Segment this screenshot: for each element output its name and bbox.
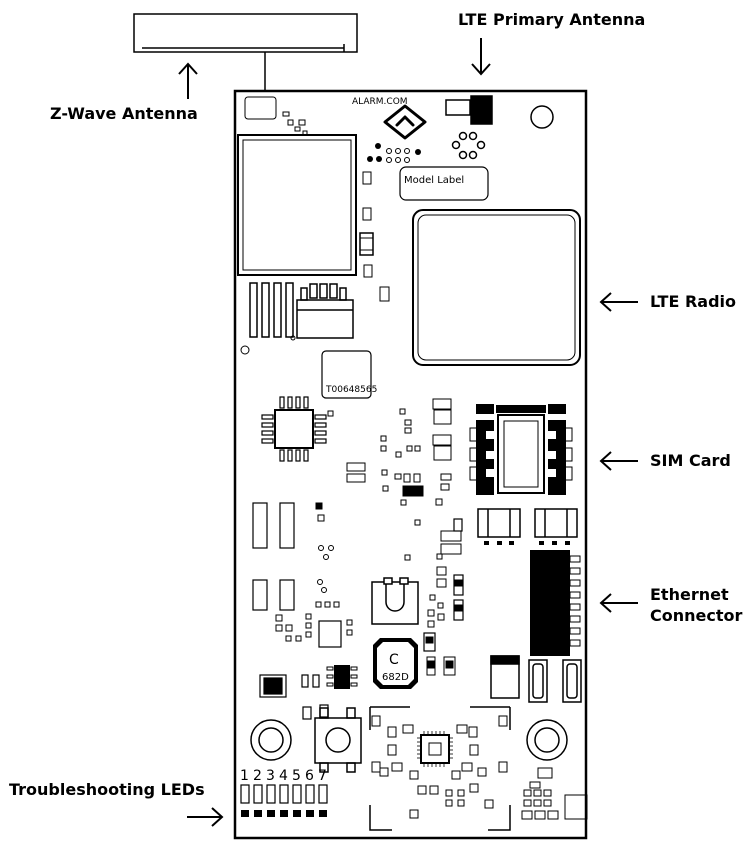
arrow-left-icon: [599, 451, 638, 471]
qfn-chip: [261, 396, 327, 462]
led-number: 4: [279, 768, 288, 784]
lte-antenna-label: LTE Primary Antenna: [458, 10, 646, 29]
lte-radio-module: [412, 209, 581, 366]
led-number: 6: [305, 768, 314, 784]
alarm-com-logo-icon: [383, 104, 427, 140]
lte-radio-label: LTE Radio: [650, 292, 737, 311]
led-number: 3: [266, 768, 275, 784]
inductor-code: 682D: [382, 672, 409, 683]
led-number: 1: [240, 768, 249, 784]
module-left: [237, 134, 357, 276]
lte-antenna-connector: [445, 95, 554, 160]
part-number: T00648565: [325, 385, 377, 395]
soic-chip: [326, 665, 358, 689]
arrow-up-icon: [178, 62, 198, 99]
ethernet-label-line1: Ethernet: [650, 585, 729, 604]
troubleshooting-leds-label: Troubleshooting LEDs: [9, 780, 205, 799]
ethernet-connector: [530, 550, 581, 656]
brand-text: ALARM.COM: [352, 97, 408, 107]
zwave-antenna-label: Z-Wave Antenna: [50, 104, 198, 123]
ethernet-connector-label: Ethernet Connector: [650, 584, 742, 626]
troubleshooting-leds: 1 2 3 4 5 6 7: [240, 768, 328, 817]
sim-card-holder: [469, 404, 573, 495]
arrow-right-icon: [187, 807, 224, 827]
led-number: 7: [318, 768, 327, 784]
button-component: [314, 707, 362, 773]
mounting-hole: [250, 719, 568, 761]
inductor-letter: C: [389, 652, 399, 668]
inductor: [373, 638, 418, 689]
arrow-down-icon: [471, 38, 491, 76]
ethernet-label-line2: Connector: [650, 606, 743, 625]
sim-card-label: SIM Card: [650, 451, 731, 470]
led-number: 5: [292, 768, 301, 784]
main-chip: [369, 706, 511, 831]
arrow-left-icon: [599, 593, 638, 613]
led-number: 2: [253, 768, 262, 784]
arrow-left-icon: [599, 292, 638, 312]
model-label: Model Label: [404, 175, 464, 186]
